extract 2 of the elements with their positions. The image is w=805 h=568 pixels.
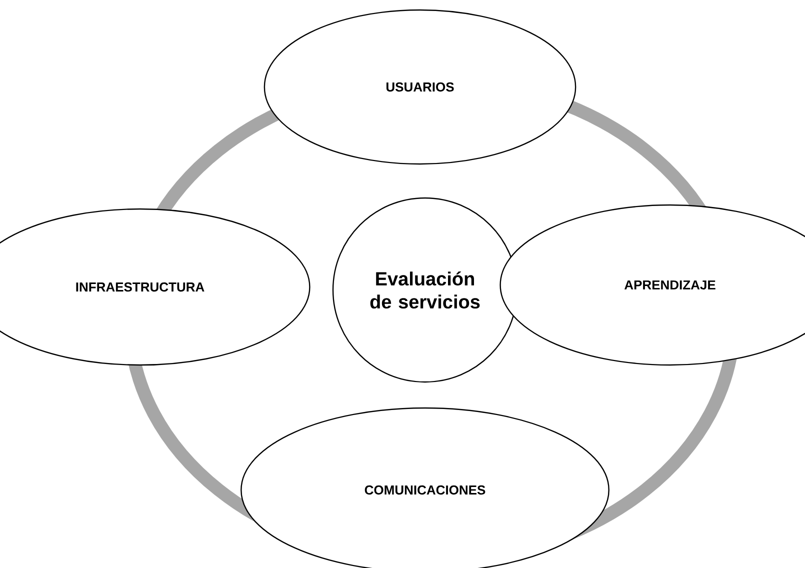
node-label: COMUNICACIONES xyxy=(364,485,486,495)
node-label: APRENDIZAJE xyxy=(624,280,716,290)
